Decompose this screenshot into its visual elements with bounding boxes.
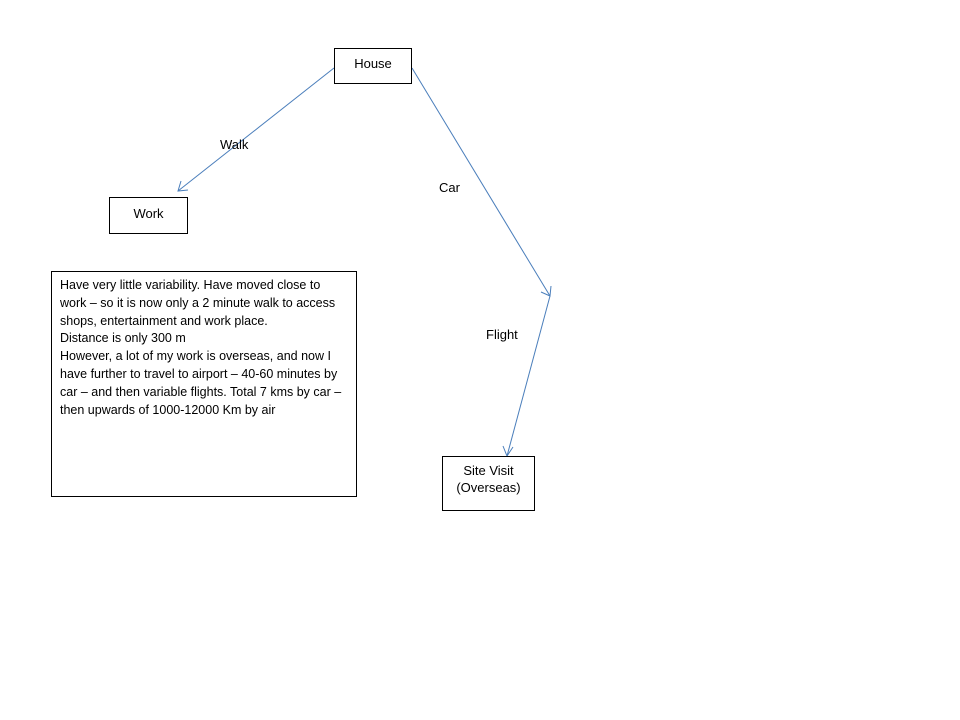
house-label: House <box>354 56 392 71</box>
flight-edge-label: Flight <box>486 327 518 342</box>
description-paragraph: Have very little variability. Have moved… <box>60 278 336 328</box>
car-edge-label: Car <box>439 180 460 195</box>
site-visit-label: Site Visit <box>463 463 514 478</box>
work-node: Work <box>109 197 188 234</box>
car-connector <box>411 67 551 297</box>
site-visit-node: Site Visit (Overseas) <box>442 456 535 511</box>
description-paragraph: However, a lot of my work is overseas, a… <box>60 349 342 417</box>
flight-arrowhead <box>502 445 514 458</box>
description-text-box: Have very little variability. Have moved… <box>51 271 357 497</box>
work-label: Work <box>133 206 164 221</box>
walk-edge-label: Walk <box>220 137 249 152</box>
site-visit-sublabel: (Overseas) <box>456 480 521 495</box>
walk-connector <box>177 67 335 192</box>
house-node: House <box>334 48 412 84</box>
description-paragraph: Distance is only 300 m <box>60 331 186 346</box>
flight-connector <box>506 295 551 457</box>
car-arrowhead <box>540 285 552 297</box>
walk-arrowhead <box>177 180 189 192</box>
